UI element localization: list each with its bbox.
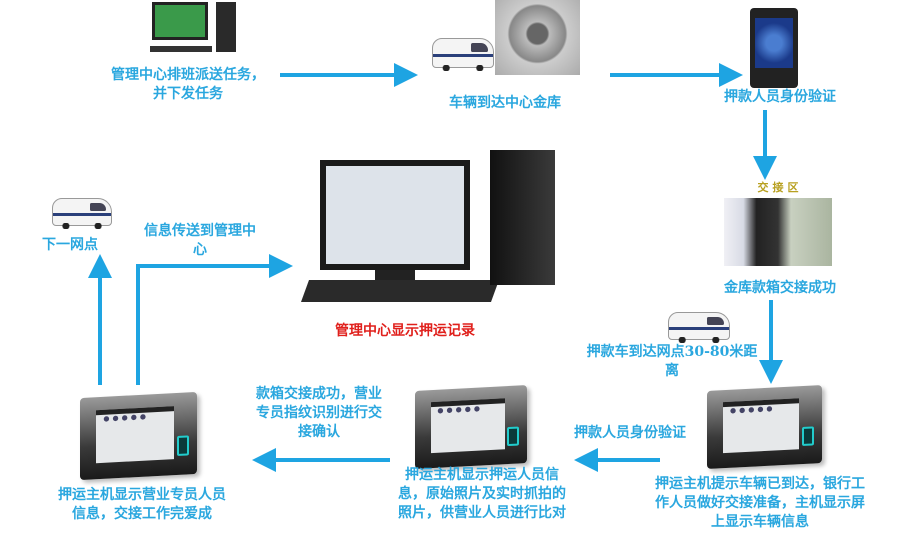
step-vault-handover-label: 金库款箱交接成功 — [724, 280, 836, 296]
management-center-computer-image — [300, 145, 565, 310]
step-arrive-vault-label: 车辆到达中心金库 — [449, 95, 561, 111]
arrow-to-center — [136, 254, 293, 385]
escort-host-device-middle: ●●●●● — [415, 385, 527, 469]
step-send-info-label: 信息传送到管理中心 — [144, 223, 256, 258]
escort-host-device-right: ●●●●● — [707, 384, 822, 470]
step-identity-check-2-label: 押款人员身份验证 — [574, 425, 686, 441]
vault-door-image — [495, 0, 580, 75]
step-arrive-branch-label: 押款车到达网点30-80米距离 — [586, 344, 758, 379]
escort-van-image — [52, 198, 112, 229]
step-dispatch-label: 管理中心排班派送任务，并下发任务 — [111, 67, 265, 102]
escort-van-image — [668, 312, 730, 343]
escort-host-device-left: ●●●●● — [80, 391, 197, 481]
step-center-display-label: 管理中心显示押运记录 — [335, 323, 475, 339]
face-recognition-device-image — [750, 8, 798, 88]
step-fingerprint-confirm-label: 款箱交接成功，营业专员指纹识别进行交接确认 — [256, 386, 382, 440]
step-host-show-escort-label: 押运主机显示押运人员信息，原始照片及实时抓拍的照片，供营业人员进行比对 — [398, 467, 566, 521]
step-identity-check-1-label: 押款人员身份验证 — [724, 89, 836, 105]
step-host-show-clerk-label: 押运主机显示营业专员人员信息，交接工作完爱成 — [58, 487, 226, 522]
escort-van-image — [432, 38, 494, 71]
dispatch-computer-image — [150, 2, 240, 57]
handover-area-caption: 交接区 — [757, 181, 803, 194]
vault-handover-photo — [724, 198, 832, 266]
step-host-notify-label: 押运主机提示车辆已到达，银行工作人员做好交接准备，主机显示屏上显示车辆信息 — [655, 476, 865, 530]
step-next-branch-label: 下一网点 — [42, 237, 98, 253]
